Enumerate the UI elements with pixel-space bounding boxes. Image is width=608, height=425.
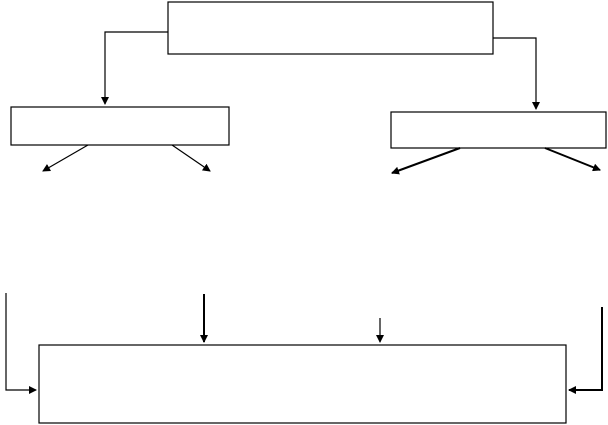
connector-top-to-left	[101, 31, 168, 105]
connector-right-branch-2	[544, 147, 601, 172]
connector-right-branch-1	[391, 147, 461, 175]
left-box	[10, 106, 230, 146]
connector-left-side-input	[5, 293, 37, 394]
connector-left-branch-1	[42, 144, 89, 172]
connector-top-to-right	[493, 37, 540, 110]
right-box	[390, 111, 607, 149]
bottom-box	[38, 344, 567, 424]
connector-left-branch-2	[171, 144, 211, 172]
top-box	[167, 1, 494, 55]
connector-right-side-input	[568, 307, 603, 394]
